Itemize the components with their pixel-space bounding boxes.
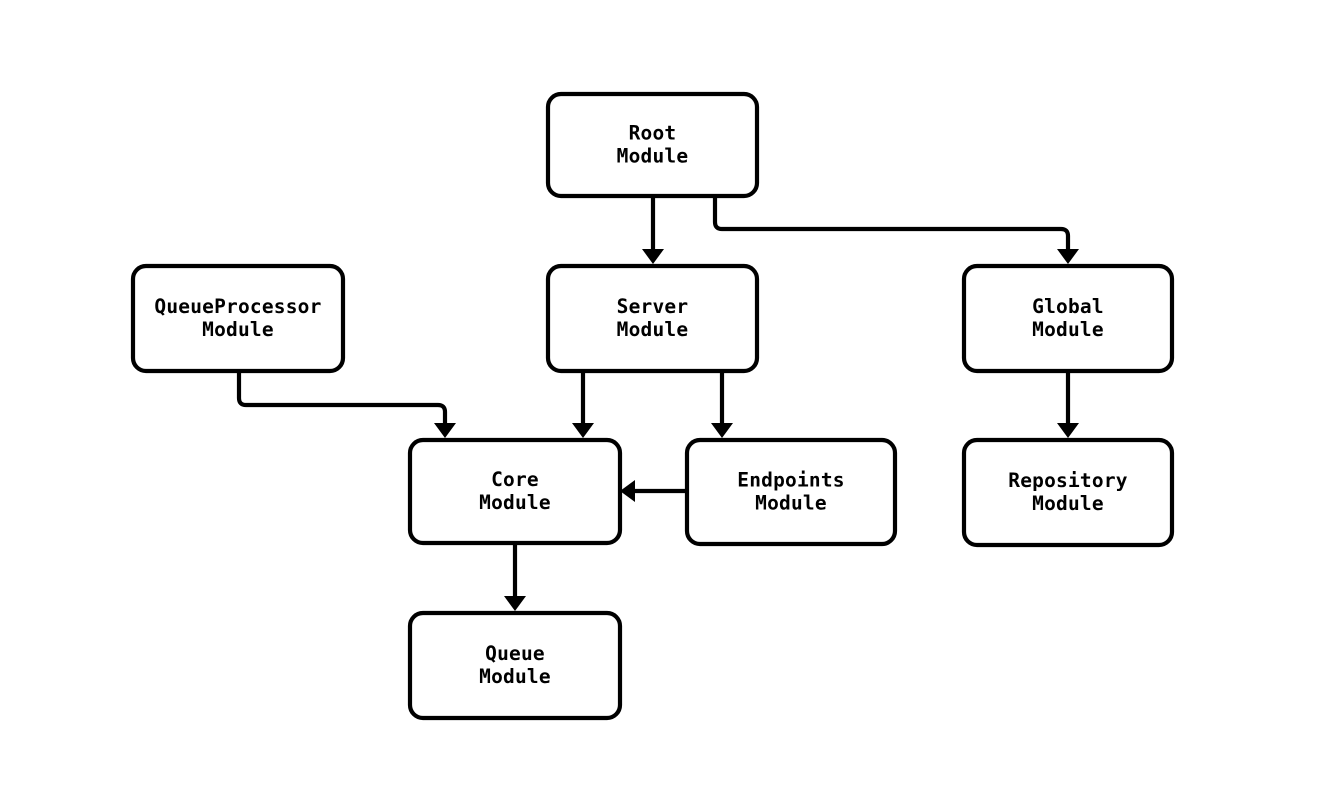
node-label-line2: Module [617,318,689,341]
edge-endpoints-to-core [620,480,687,502]
node-label-line1: Endpoints [737,469,844,492]
arrowhead-icon [1057,249,1079,264]
node-label-line2: Module [755,492,827,515]
arrowhead-icon [504,596,526,611]
edge-server-to-core [572,371,594,438]
arrowhead-icon [434,423,456,438]
node-label-line1: Core [491,468,539,491]
node-box[interactable] [130,263,346,374]
node-label-line1: Server [617,295,689,318]
node-box[interactable] [545,91,760,199]
edge-core-to-queue [504,543,526,611]
edge-global-to-repository [1057,371,1079,438]
node-label-line2: Module [479,665,551,688]
node-label-line2: Module [617,145,689,168]
node-label-line2: Module [202,318,274,341]
node-box[interactable] [961,437,1175,548]
edge-line [236,371,448,426]
node-box[interactable] [545,263,760,374]
node-label-line1: Root [629,122,677,145]
node-box[interactable] [407,437,623,546]
node-label-line1: Global [1032,295,1104,318]
node-label-line1: Repository [1008,469,1127,492]
edge-server-to-endpoints [711,371,733,438]
edge-root-to-global [712,196,1079,264]
arrowhead-icon [642,249,664,264]
nodes-layer: RootModuleQueueProcessorModuleServerModu… [130,91,1175,721]
node-label-line1: QueueProcessor [154,295,321,318]
node-box[interactable] [684,437,898,547]
arrowhead-icon [1057,423,1079,438]
edge-queueprocessor-to-core [236,371,456,438]
arrowhead-icon [572,423,594,438]
node-box[interactable] [961,263,1175,374]
arrowhead-icon [711,423,733,438]
edge-root-to-server [642,196,664,264]
edges-layer [236,196,1079,611]
node-box[interactable] [407,610,623,721]
arrowhead-icon [620,480,635,502]
edge-line [712,196,1071,252]
node-label-line2: Module [479,491,551,514]
node-label-line2: Module [1032,492,1104,515]
node-label-line1: Queue [485,642,545,665]
node-label-line2: Module [1032,318,1104,341]
